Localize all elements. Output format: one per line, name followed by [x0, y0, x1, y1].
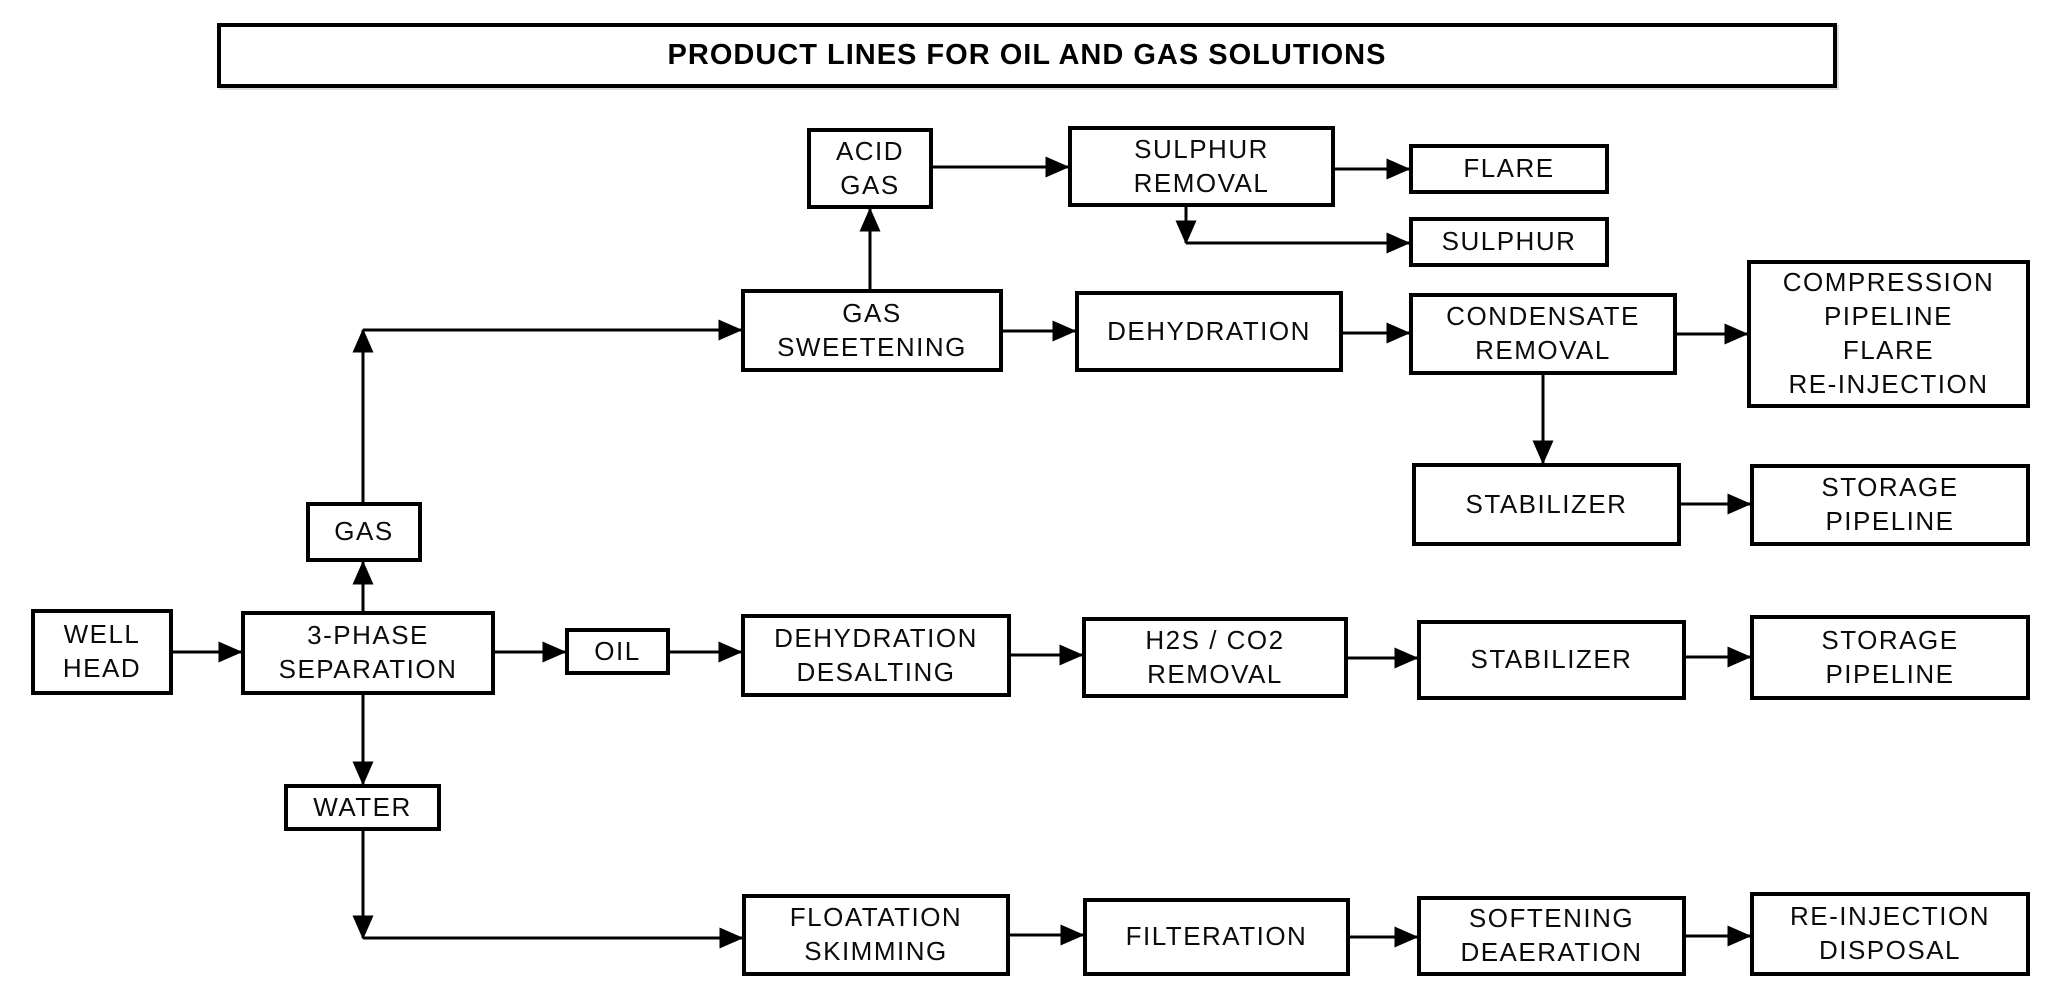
edges-group [173, 156, 1752, 949]
node-label: WELL [63, 619, 141, 650]
node-label: FLARE [1463, 153, 1555, 184]
node-label: DEHYDRATION [1107, 315, 1311, 346]
node-label: GAS [334, 516, 394, 547]
node-label: WATER [313, 791, 412, 822]
node-label: CONDENSATE [1446, 301, 1640, 332]
node-label: FLARE [1842, 335, 1935, 365]
node-label: PIPELINE [1825, 506, 1955, 536]
node-label: REMOVAL [1133, 167, 1270, 198]
node-label: ACID [835, 135, 905, 166]
node-label: PIPELINE [1823, 301, 1954, 332]
node-label: DEAERATION [1460, 937, 1643, 967]
node-stabilizer-oil: STABILIZER [1417, 620, 1686, 700]
node-label: SOFTENING [1468, 903, 1635, 934]
node-dehydration: DEHYDRATION [1075, 291, 1343, 372]
node-label: GAS [842, 297, 902, 328]
node-oil: OIL [565, 628, 670, 675]
node-label: REMOVAL [1147, 658, 1283, 689]
node-label: GAS [840, 169, 900, 200]
node-label: OIL [594, 635, 641, 666]
node-label: H2S / CO2 [1145, 624, 1285, 655]
node-gas: GAS [306, 502, 422, 562]
node-label: 3-PHASE [307, 620, 429, 651]
node-label: SWEETENING [777, 331, 967, 362]
node-label: HEAD [62, 653, 142, 683]
node-label: SEPARATION [278, 654, 458, 684]
node-label: DESALTING [796, 656, 956, 687]
node-filteration: FILTERATION [1083, 898, 1350, 976]
node-label: PIPELINE [1825, 658, 1955, 689]
node-label: SULPHUR [1134, 133, 1269, 164]
node-label: FILTERATION [1125, 921, 1308, 952]
node-label: FLOATATION [789, 902, 963, 933]
node-label: STORAGE [1821, 472, 1959, 503]
node-flare: FLARE [1409, 144, 1609, 194]
node-label: DISPOSAL [1818, 935, 1962, 965]
node-label: DEHYDRATION [774, 622, 978, 653]
node-label: SULPHUR [1441, 226, 1577, 257]
node-stabilizer-gas: STABILIZER [1412, 463, 1681, 546]
page-title: PRODUCT LINES FOR OIL AND GAS SOLUTIONS [217, 23, 1837, 88]
node-water: WATER [284, 784, 441, 831]
node-sulphur: SULPHUR [1409, 217, 1609, 267]
node-label: STORAGE [1821, 624, 1959, 655]
node-label: REMOVAL [1475, 335, 1611, 365]
node-label: SKIMMING [804, 936, 948, 966]
node-label: STABILIZER [1465, 488, 1628, 519]
node-label: STABILIZER [1470, 644, 1633, 675]
node-label: COMPRESSION [1782, 267, 1995, 298]
node-label: RE-INJECTION [1790, 901, 1990, 932]
node-label: RE-INJECTION [1788, 368, 1989, 399]
